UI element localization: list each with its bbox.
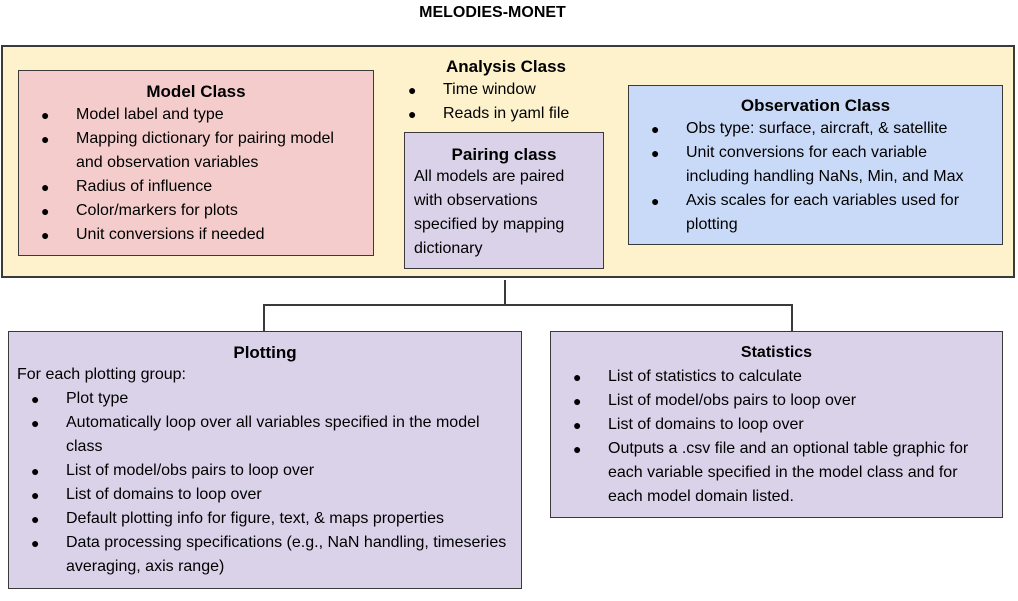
list-item: ● List of model/obs pairs to loop over xyxy=(573,389,993,413)
list-item: ● Reads in yaml file xyxy=(408,102,618,126)
bullet-icon: ● xyxy=(31,463,40,479)
plotting-box: Plotting For each plotting group: ● Plot… xyxy=(8,331,522,589)
list-item: ● Model label and type xyxy=(41,103,361,127)
list-item: ● List of domains to loop over xyxy=(573,413,993,437)
bullet-icon: ● xyxy=(31,415,40,431)
list-item: ● Unit conversions if needed xyxy=(41,223,361,247)
bullet-icon: ● xyxy=(41,131,50,147)
observation-class-box: Observation Class ● Obs type: surface, a… xyxy=(628,85,1003,245)
list-item: ● Mapping dictionary for pairing model a… xyxy=(41,127,361,175)
list-item: ● Outputs a .csv file and an optional ta… xyxy=(573,437,993,509)
bullet-icon: ● xyxy=(408,82,417,98)
plotting-heading: Plotting xyxy=(233,343,297,362)
pairing-class-heading: Pairing class xyxy=(451,145,557,164)
bullet-icon: ● xyxy=(31,391,40,407)
list-item: ● Plot type xyxy=(31,387,511,411)
bullet-icon: ● xyxy=(41,107,50,123)
bullet-icon: ● xyxy=(651,121,660,137)
pairing-class-text: All models are paired with observations … xyxy=(414,168,565,257)
bullet-icon: ● xyxy=(31,535,40,551)
bullet-icon: ● xyxy=(41,227,50,243)
model-class-heading: Model Class xyxy=(146,82,246,101)
bullet-icon: ● xyxy=(31,487,40,503)
statistics-heading: Statistics xyxy=(740,344,813,361)
list-item: ● List of model/obs pairs to loop over xyxy=(31,459,511,483)
bullet-icon: ● xyxy=(573,417,582,433)
list-item: ● List of statistics to calculate xyxy=(573,365,993,389)
model-class-box: Model Class ● Model label and type ● Map… xyxy=(18,70,374,256)
diagram-title: MELODIES-MONET xyxy=(419,4,566,21)
list-item: ● List of domains to loop over xyxy=(31,483,511,507)
observation-class-list: ● Obs type: surface, aircraft, & satelli… xyxy=(651,117,991,237)
bullet-icon: ● xyxy=(408,106,417,122)
list-item: ● Time window xyxy=(408,78,618,102)
list-item: ● Axis scales for each variables used fo… xyxy=(651,189,991,237)
bullet-icon: ● xyxy=(41,203,50,219)
bullet-icon: ● xyxy=(41,179,50,195)
statistics-box: Statistics ● List of statistics to calcu… xyxy=(550,331,1003,518)
list-item: ● Color/markers for plots xyxy=(41,199,361,223)
bullet-icon: ● xyxy=(31,511,40,527)
list-item: ● Obs type: surface, aircraft, & satelli… xyxy=(651,117,991,141)
analysis-class-list: ● Time window ● Reads in yaml file xyxy=(408,78,618,126)
observation-class-heading: Observation Class xyxy=(740,96,891,115)
bullet-icon: ● xyxy=(573,441,582,457)
model-class-list: ● Model label and type ● Mapping diction… xyxy=(41,103,361,247)
plotting-list: ● Plot type ● Automatically loop over al… xyxy=(31,387,511,579)
list-item: ● Default plotting info for figure, text… xyxy=(31,507,511,531)
list-item: ● Automatically loop over all variables … xyxy=(31,411,511,459)
list-item: ● Data processing specifications (e.g., … xyxy=(31,531,511,579)
plotting-lead: For each plotting group: xyxy=(17,366,186,383)
list-item: ● Unit conversions for each variable inc… xyxy=(651,141,991,189)
bullet-icon: ● xyxy=(651,145,660,161)
list-item: ● Radius of influence xyxy=(41,175,361,199)
analysis-class-heading: Analysis Class xyxy=(445,57,566,76)
bullet-icon: ● xyxy=(651,193,660,209)
bullet-icon: ● xyxy=(573,369,582,385)
statistics-list: ● List of statistics to calculate ● List… xyxy=(573,365,993,509)
pairing-class-box: Pairing class All models are paired with… xyxy=(404,132,604,269)
bullet-icon: ● xyxy=(573,393,582,409)
